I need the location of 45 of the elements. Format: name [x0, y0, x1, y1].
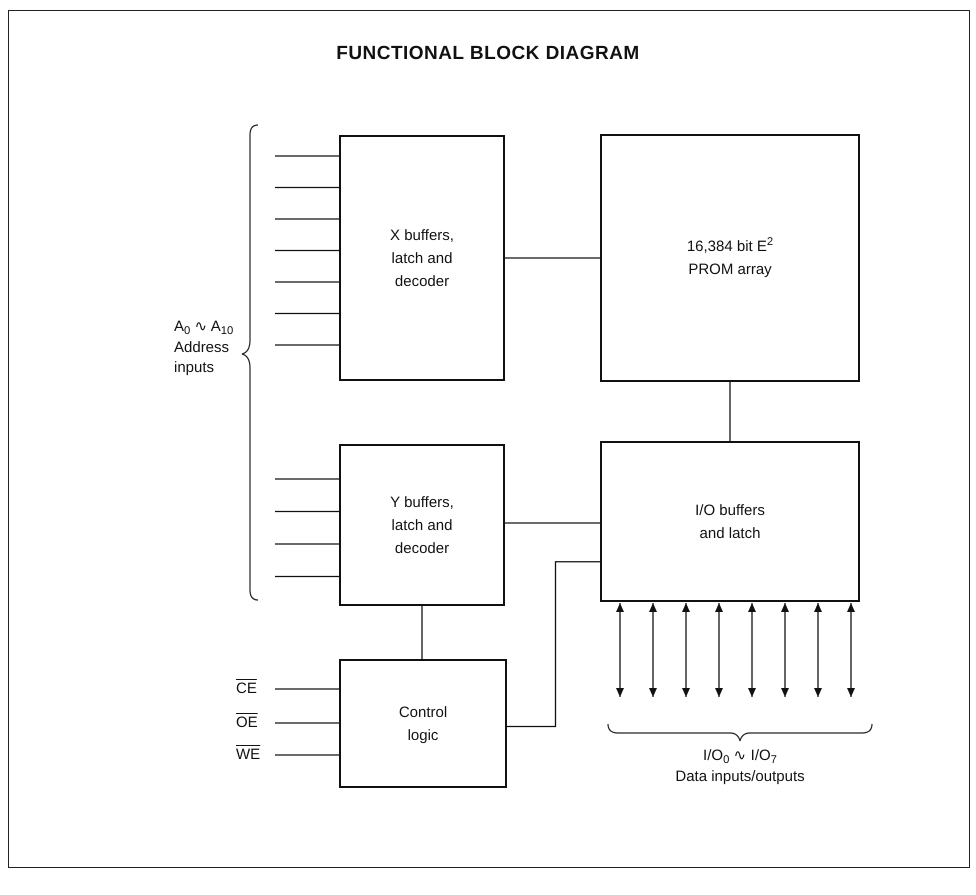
- connector-line: [507, 561, 600, 728]
- block-label: I/O buffers and latch: [694, 500, 766, 544]
- bus-label: A$_{0}$ ∿ A$_{10}$: [174, 317, 234, 338]
- bus-description: Address inputs: [174, 338, 230, 378]
- connector-line: [275, 155, 339, 157]
- signal-label: CE: [236, 679, 266, 699]
- signal-label: OE: [236, 713, 266, 733]
- connector-line: [275, 344, 339, 346]
- connector-line: [505, 257, 600, 259]
- block-label: X buffers, latch and decoder: [389, 226, 455, 292]
- double-arrow: [682, 603, 690, 697]
- connector-line: [275, 478, 339, 480]
- connector-line: [275, 754, 339, 756]
- block-box: [339, 444, 505, 606]
- double-arrow: [814, 603, 822, 697]
- block-box: [600, 441, 860, 602]
- bus-label: I/O$_{0}$ ∿ I/O$_{7}$: [702, 746, 778, 768]
- double-arrow: [781, 603, 789, 697]
- connector-line: [275, 688, 339, 690]
- block-box: [339, 135, 505, 381]
- connector-line: [275, 218, 339, 220]
- connector-line: [275, 576, 339, 578]
- connector-line: [275, 312, 339, 314]
- bus-description: Data inputs/outputs: [674, 767, 806, 787]
- double-arrow: [847, 603, 855, 697]
- connector-line: [421, 606, 423, 659]
- block-box: [600, 134, 860, 382]
- block-label: Control logic: [398, 702, 448, 746]
- connector-line: [275, 281, 339, 283]
- connector-line: [275, 543, 339, 545]
- block-box: [339, 659, 507, 788]
- block-label: 16,384 bit E$^{2}$ PROM array: [686, 235, 774, 280]
- diagram-title: FUNCTIONAL BLOCK DIAGRAM: [335, 42, 641, 66]
- signal-label: WE: [236, 745, 266, 765]
- connector-line: [275, 722, 339, 724]
- connector-line: [275, 186, 339, 188]
- block-label: Y buffers, latch and decoder: [389, 492, 455, 558]
- double-arrow: [715, 603, 723, 697]
- double-arrow: [616, 603, 624, 697]
- connector-line: [275, 510, 339, 512]
- connector-line: [729, 382, 731, 441]
- connector-line: [275, 250, 339, 252]
- double-arrow: [748, 603, 756, 697]
- connector-line: [505, 522, 600, 524]
- double-arrow: [649, 603, 657, 697]
